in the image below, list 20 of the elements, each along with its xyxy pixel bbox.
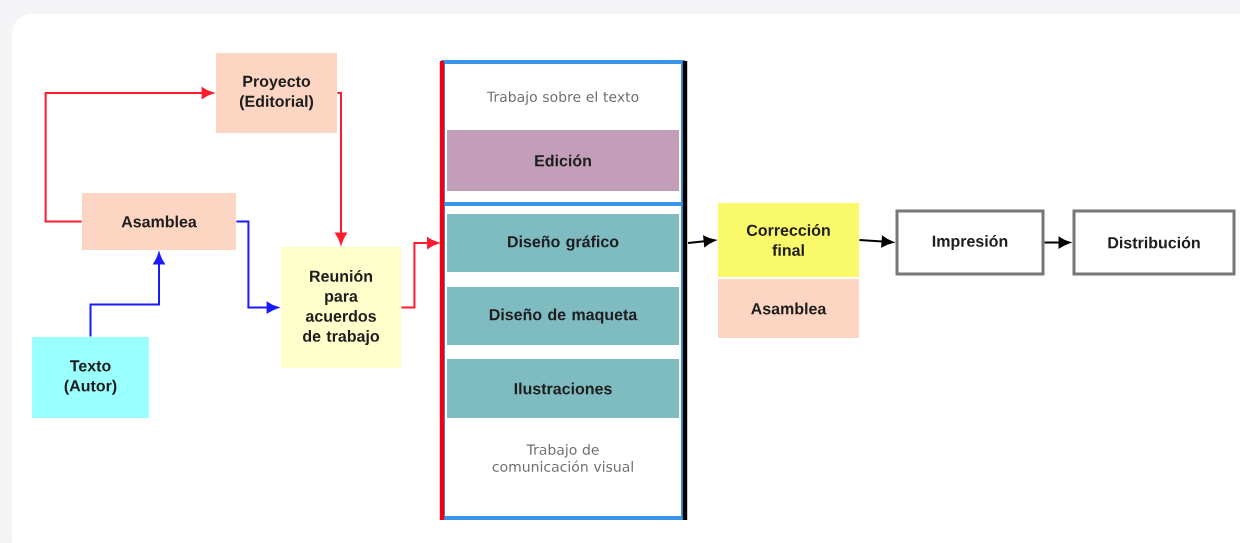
arrow [335, 92, 347, 245]
process-box: Asamblea [718, 279, 859, 338]
process-box: Texto (Autor) [32, 337, 149, 418]
process-box: Ilustraciones [447, 359, 679, 418]
process-box: Proyecto (Editorial) [216, 53, 337, 133]
arrow [235, 220, 279, 314]
arrow [400, 237, 439, 309]
arrow [89, 252, 165, 338]
process-box: Diseño gráfico [447, 214, 679, 272]
arrow [858, 236, 894, 248]
process-box: Impresión [895, 209, 1045, 276]
arrow [1043, 236, 1071, 249]
arrow [44, 87, 214, 223]
process-box: Distribución [1072, 209, 1236, 276]
process-box: Edición [447, 130, 679, 191]
process-box: Asamblea [82, 193, 236, 250]
arrow [687, 235, 716, 247]
process-box: Corrección final [718, 203, 859, 277]
process-box: Reunión para acuerdos de trabajo [281, 247, 401, 368]
process-box: Diseño de maqueta [447, 287, 679, 345]
